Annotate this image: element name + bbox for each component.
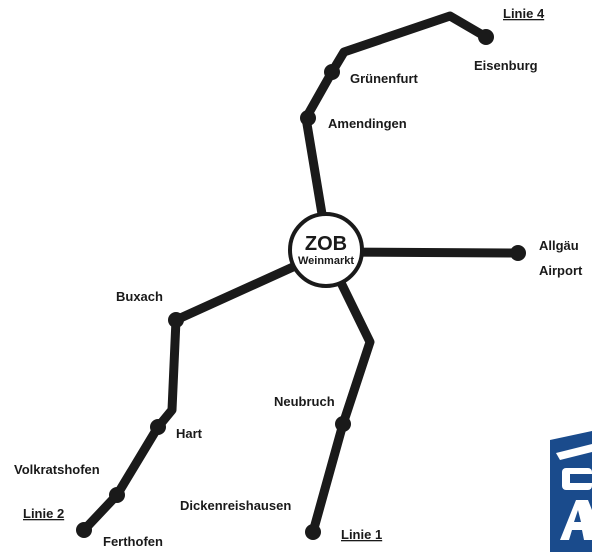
label-buxach: Buxach	[116, 289, 163, 304]
stop-eisenburg[interactable]	[478, 29, 494, 45]
label-ferthofen: Ferthofen	[103, 534, 163, 549]
label-gruenenfurt: Grünenfurt	[350, 71, 419, 86]
route-line-1	[308, 247, 375, 537]
label-volkratshofen: Volkratshofen	[14, 462, 100, 477]
stop-gruenenfurt[interactable]	[324, 64, 340, 80]
hub-subtitle: Weinmarkt	[298, 255, 354, 267]
stop-volkratshofen[interactable]	[109, 487, 125, 503]
stop-amendingen[interactable]	[300, 110, 316, 126]
stop-buxach[interactable]	[168, 312, 184, 328]
route-line-4	[301, 11, 491, 243]
stop-allgaeu-airport[interactable]	[510, 245, 526, 261]
stop-hart[interactable]	[150, 419, 166, 435]
label-allgaeu: Allgäu	[539, 238, 579, 253]
label-hart: Hart	[176, 426, 203, 441]
stop-dickenreishausen[interactable]	[305, 524, 321, 540]
line-label-4: Linie 4	[503, 6, 545, 21]
hub-name: ZOB	[305, 233, 347, 255]
label-amendingen: Amendingen	[328, 116, 407, 131]
hub-zob[interactable]: ZOB Weinmarkt	[288, 212, 364, 288]
bus-operator-logo-icon	[550, 431, 592, 552]
label-neubruch: Neubruch	[274, 394, 335, 409]
hub-ring	[288, 212, 364, 288]
label-dickenreishausen: Dickenreishausen	[180, 498, 291, 513]
route-line-2	[79, 247, 331, 535]
stop-neubruch[interactable]	[335, 416, 351, 432]
label-eisenburg: Eisenburg	[474, 58, 538, 73]
stop-ferthofen[interactable]	[76, 522, 92, 538]
line-label-1: Linie 1	[341, 527, 382, 542]
line-label-2: Linie 2	[23, 506, 64, 521]
label-airport: Airport	[539, 263, 583, 278]
